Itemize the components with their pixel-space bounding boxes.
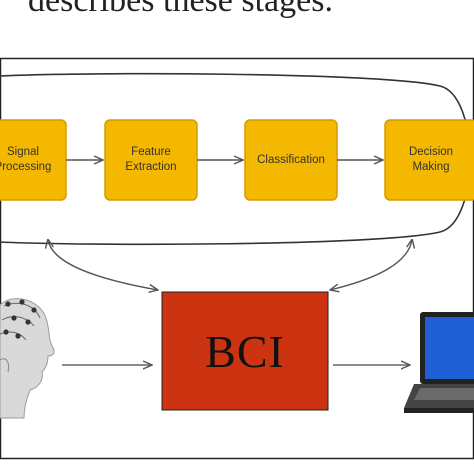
head-with-electrodes-icon bbox=[0, 298, 55, 419]
stage-box-signal-processing bbox=[0, 119, 67, 201]
stage-box-feature-extraction bbox=[104, 119, 198, 201]
bci-box bbox=[161, 291, 329, 411]
stage-box-decision-making bbox=[384, 119, 474, 201]
stage-box-classification bbox=[244, 119, 338, 201]
laptop-icon bbox=[404, 312, 474, 413]
caption-text: describes these stages. bbox=[28, 0, 333, 19]
link-loop-bci-left bbox=[48, 240, 158, 290]
bci-label: BCI bbox=[205, 325, 285, 377]
link-loop-bci-right bbox=[330, 240, 412, 290]
